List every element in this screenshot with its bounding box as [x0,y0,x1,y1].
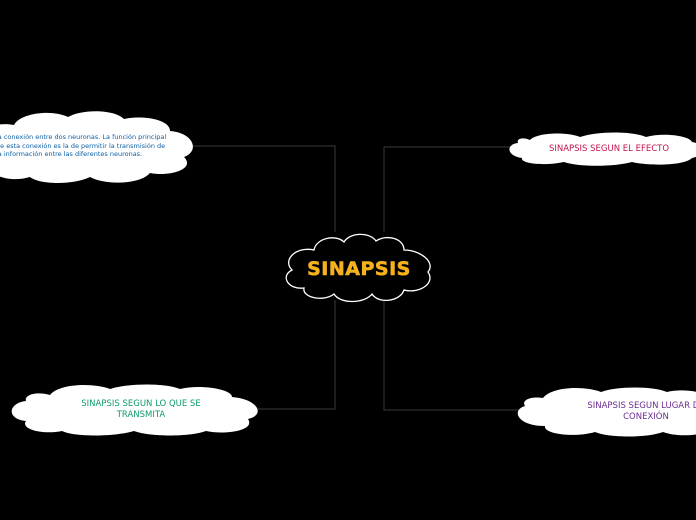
transmite-cloud-shape [11,384,258,436]
efecto-label: SINAPSIS SEGUN EL EFECTO [548,144,670,154]
branch-node-transmite[interactable]: SINAPSIS SEGUN LO QUE SE TRANSMITA [10,384,262,436]
central-topic[interactable]: SINAPSIS [284,232,434,303]
connector-to-transmite [255,300,336,410]
connector-to-definition [190,145,336,232]
efecto-cloud-shape [509,132,696,166]
connector-to-lugar [383,300,520,411]
branch-node-efecto[interactable]: SINAPSIS SEGUN EL EFECTO [508,132,696,166]
central-cloud-shape [285,233,431,303]
definition-cloud-shape [0,111,193,183]
connector-to-efecto [383,146,512,232]
lugar-label: SINAPSIS SEGUN LUGAR DE CONEXIÓN [587,401,696,422]
definition-node[interactable]: la conexión entre dos neuronas. La funci… [0,111,196,183]
lugar-cloud-shape [517,387,696,437]
branch-node-lugar[interactable]: SINAPSIS SEGUN LUGAR DE CONEXIÓN [513,387,696,437]
definition-text: la conexión entre dos neuronas. La funci… [0,133,167,159]
central-topic-label: SINAPSIS [307,258,411,281]
transmite-label: SINAPSIS SEGUN LO QUE SE TRANSMITA [81,399,201,420]
